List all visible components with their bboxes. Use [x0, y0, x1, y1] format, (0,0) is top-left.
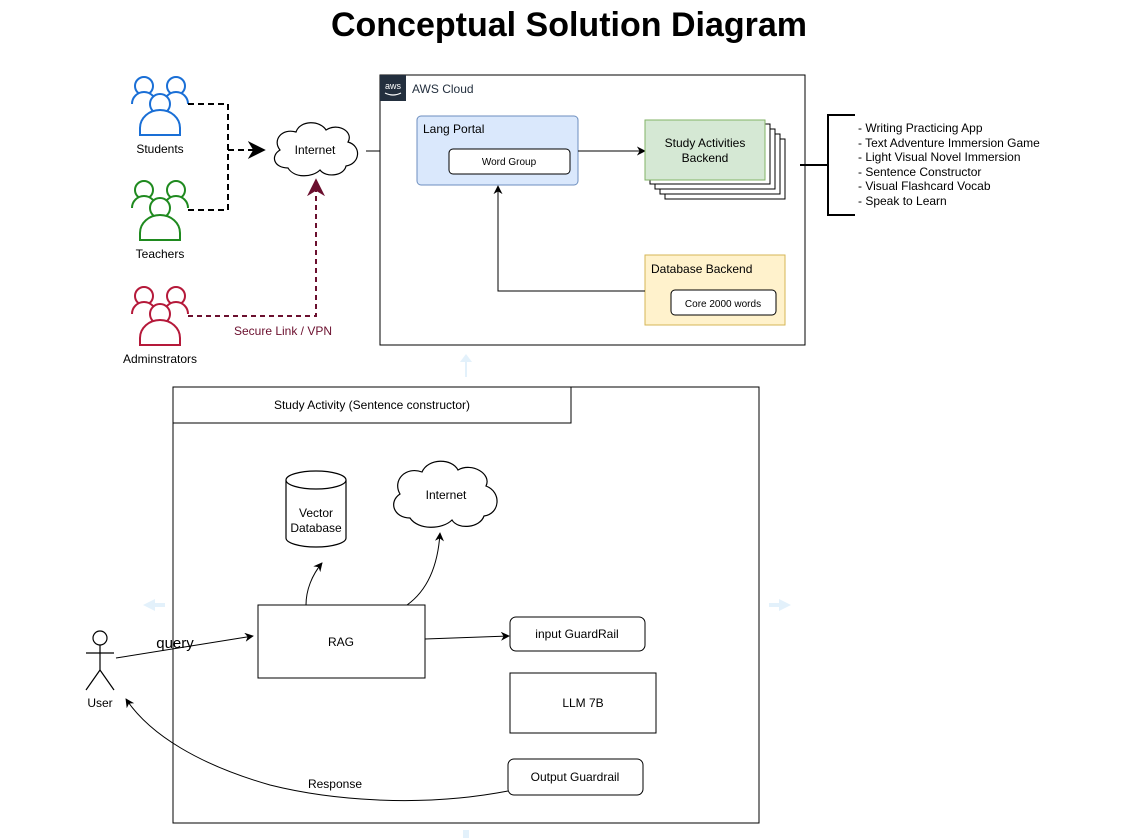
activity-item: - Sentence Constructor — [858, 165, 981, 179]
internet-label: Internet — [295, 143, 336, 157]
response-arrow — [125, 698, 509, 802]
user-actor-icon — [85, 630, 115, 691]
rag-label: RAG — [328, 635, 354, 649]
response-label-bg — [306, 776, 364, 791]
output-guardrail-box — [507, 758, 644, 796]
aws-cloud-label: AWS Cloud — [412, 82, 474, 96]
rag-to-input-guardrail-arrow — [424, 631, 510, 641]
core-words-box — [670, 289, 777, 316]
llm-box — [509, 672, 657, 734]
students-connector — [188, 103, 229, 211]
administrators-label: Adminstrators — [123, 352, 197, 366]
secure-link-label: Secure Link / VPN — [234, 324, 332, 338]
output-guardrail-label: Output Guardrail — [531, 770, 620, 784]
database-backend-label: Database Backend — [651, 262, 752, 276]
activity-item: - Light Visual Novel Immersion — [858, 150, 1021, 164]
study-activity-header-box — [172, 386, 572, 424]
vector-database-label-line1: Vector — [299, 506, 333, 520]
students-icon — [131, 76, 189, 136]
rag-to-internet-arrow — [406, 532, 444, 606]
study-activity-header: Study Activity (Sentence constructor) — [274, 398, 470, 412]
administrators-icon — [131, 286, 189, 346]
word-group-label: Word Group — [482, 157, 537, 168]
input-guardrail-box — [509, 616, 646, 652]
activity-item: - Speak to Learn — [858, 194, 947, 208]
activity-item: - Text Adventure Immersion Game — [858, 136, 1040, 150]
students-label: Students — [136, 142, 183, 156]
study-activities-label-line2: Backend — [682, 151, 729, 165]
input-guardrail-label: input GuardRail — [535, 627, 618, 641]
hint-arrow-icon — [143, 354, 791, 838]
diagram-title: Conceptual Solution Diagram — [331, 6, 807, 44]
rag-box — [257, 604, 426, 679]
aws-logo-icon: aws — [380, 75, 406, 101]
response-label: Response — [308, 777, 362, 791]
teachers-icon — [131, 180, 189, 241]
database-to-portal-arrow — [493, 185, 645, 292]
core-words-label: Core 2000 words — [685, 299, 761, 310]
internet-cloud-icon — [273, 122, 359, 177]
activities-list: - Writing Practicing App - Text Adventur… — [858, 121, 1040, 208]
llm-label: LLM 7B — [562, 696, 603, 710]
lang-portal-label: Lang Portal — [423, 122, 484, 136]
word-group-box — [448, 148, 571, 175]
vector-database-icon — [285, 470, 347, 548]
study-activities-stack — [644, 119, 786, 200]
vector-database-label-line2: Database — [290, 521, 342, 535]
study-activities-label-line1: Study Activities — [665, 136, 746, 150]
activity-item: - Visual Flashcard Vocab — [858, 179, 991, 193]
activity-item: - Writing Practicing App — [858, 121, 983, 135]
query-arrow — [115, 632, 254, 659]
rag-to-vector-db-arrow — [305, 562, 323, 606]
user-label: User — [87, 696, 112, 710]
svg-text:aws: aws — [385, 81, 402, 91]
query-label: query — [156, 635, 194, 652]
secure-link-arrow — [188, 178, 325, 317]
teachers-label: Teachers — [136, 247, 185, 261]
internet-label-bottom: Internet — [426, 488, 467, 502]
activities-bracket — [827, 114, 855, 216]
internet-cloud-icon — [393, 460, 498, 528]
